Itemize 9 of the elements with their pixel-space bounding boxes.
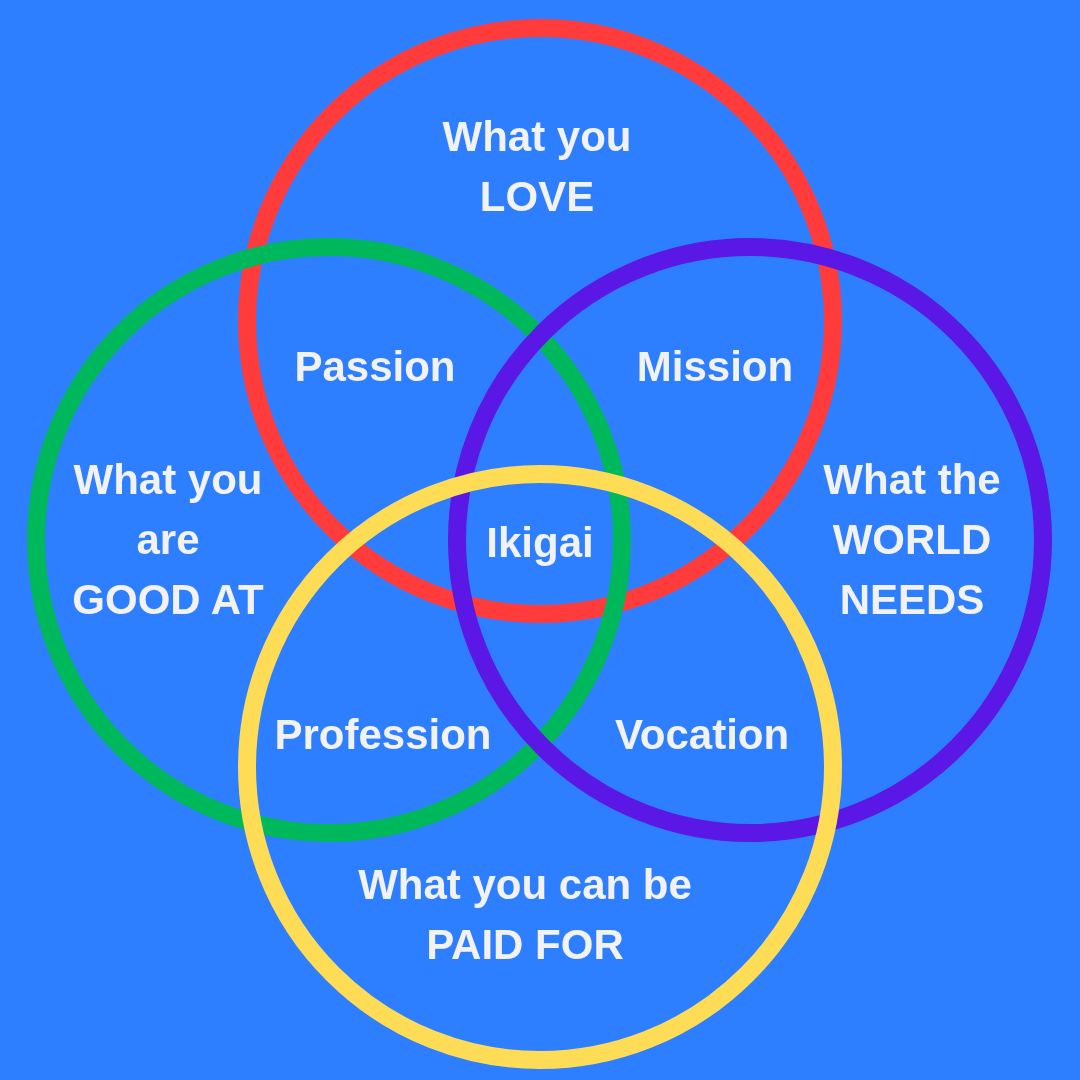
overlap-label: Profession <box>274 710 492 760</box>
circle-label: What you can be PAID FOR <box>357 860 693 970</box>
circle-label: What you are GOOD AT <box>71 455 265 625</box>
circle-label: What the WORLD NEEDS <box>822 455 1002 625</box>
circle-label: What you LOVE <box>441 112 633 222</box>
overlap-label: Vocation <box>614 710 790 760</box>
overlap-label: Ikigai <box>486 518 594 568</box>
overlap-label: Passion <box>294 342 456 392</box>
overlap-label: Mission <box>636 342 794 392</box>
